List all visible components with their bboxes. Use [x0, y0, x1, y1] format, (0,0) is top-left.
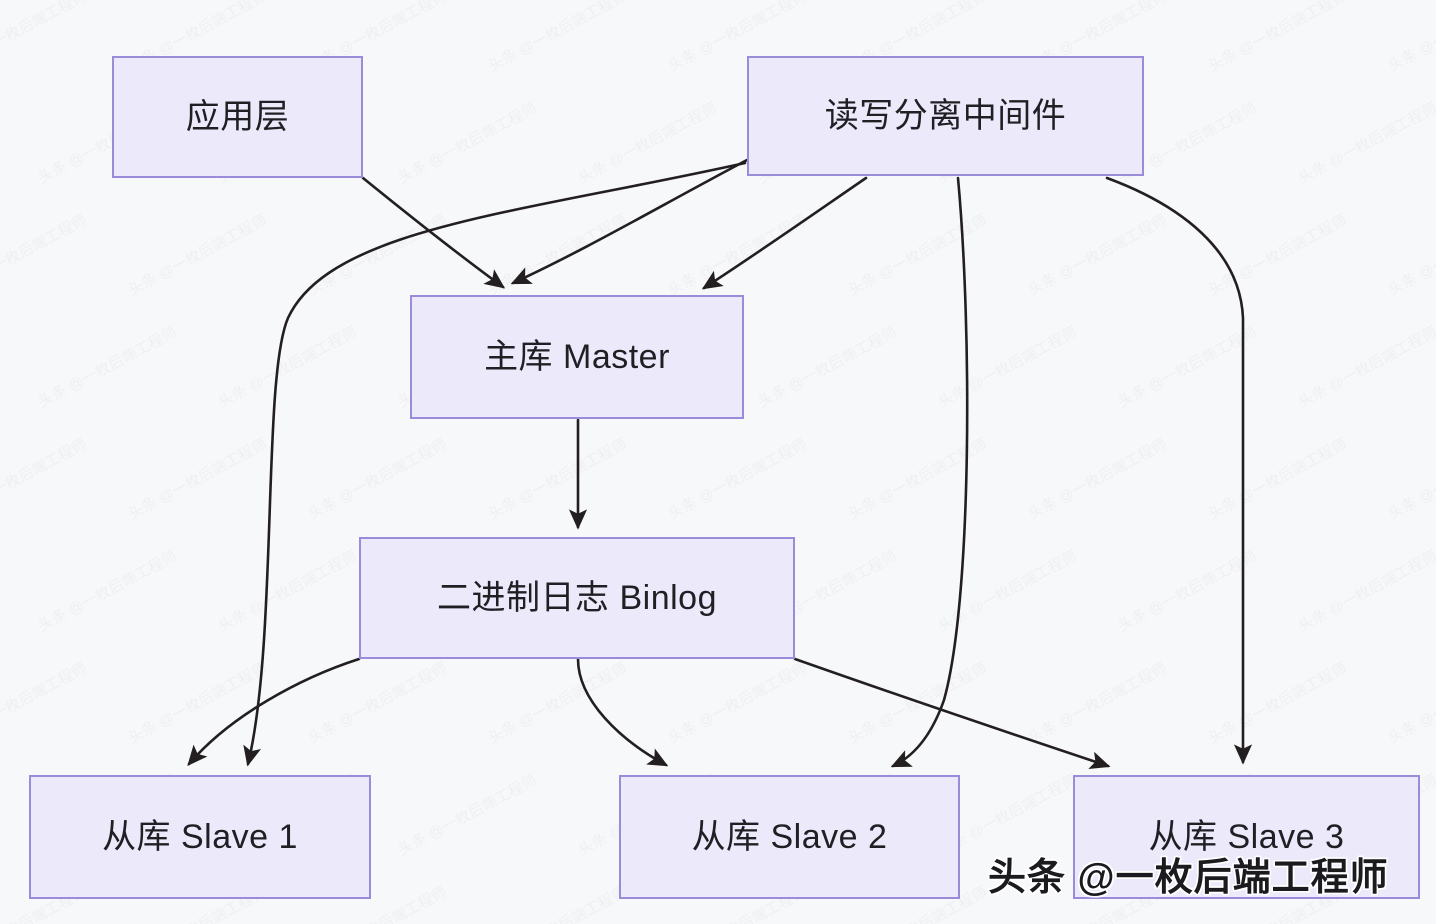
node-middleware-label: 读写分离中间件 [824, 97, 1067, 135]
edge-middleware-to-master-right [701, 176, 868, 290]
edge-binlog-to-slave3 [793, 657, 1111, 770]
node-master-label: 主库 Master [484, 338, 670, 376]
node-binlog[interactable]: 二进制日志 Binlog [359, 537, 795, 659]
edge-binlog-to-slave2 [576, 657, 669, 767]
node-app-label: 应用层 [185, 98, 290, 136]
edge-app-to-master [361, 176, 506, 289]
node-middleware[interactable]: 读写分离中间件 [747, 56, 1144, 176]
edge-middleware-to-slave1 [243, 161, 747, 767]
node-slave3-label: 从库 Slave 3 [1148, 818, 1345, 856]
node-master[interactable]: 主库 Master [410, 295, 744, 419]
node-slave2[interactable]: 从库 Slave 2 [619, 775, 960, 899]
node-binlog-label: 二进制日志 Binlog [437, 579, 717, 617]
node-slave2-label: 从库 Slave 2 [691, 818, 888, 856]
edge-binlog-to-slave1 [187, 657, 361, 766]
edge-middleware-to-master [510, 158, 749, 285]
node-slave1-label: 从库 Slave 1 [102, 818, 298, 856]
node-slave3[interactable]: 从库 Slave 3 [1073, 775, 1420, 899]
edge-middleware-to-slave2 [890, 176, 969, 768]
node-app[interactable]: 应用层 [112, 56, 363, 178]
node-slave1[interactable]: 从库 Slave 1 [29, 775, 371, 899]
author-watermark: 头条 @一枚后端工程师 [988, 857, 1389, 899]
edge-middleware-to-slave3 [1105, 176, 1253, 765]
